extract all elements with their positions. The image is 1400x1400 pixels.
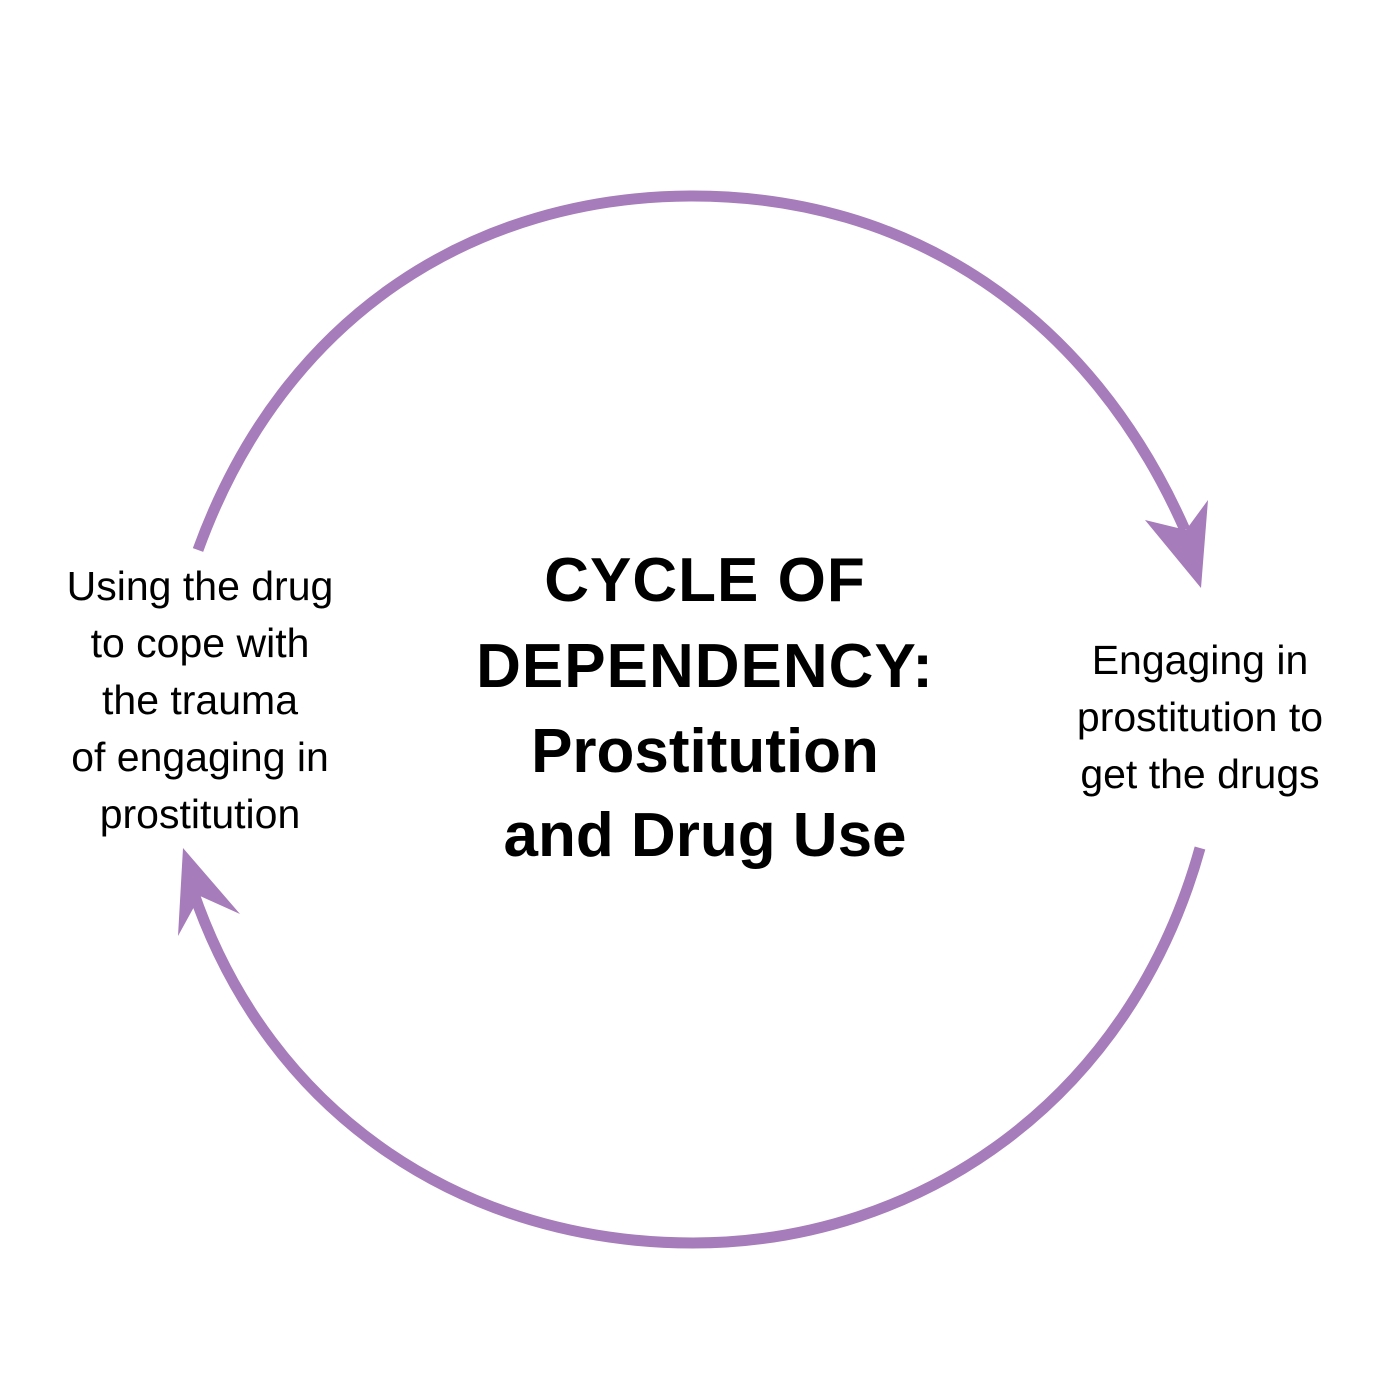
top-arrowhead-icon: [1145, 500, 1208, 588]
bottom-arc-arrow: [186, 846, 1206, 1249]
title-line: DEPENDENCY:: [476, 632, 934, 701]
left-node-line: the trauma: [102, 677, 298, 723]
right-node-line: Engaging in: [1091, 637, 1309, 683]
right-node-line: prostitution to: [1076, 694, 1324, 740]
bottom-arrowhead-icon: [178, 848, 240, 936]
left-node-line: Using the drug: [66, 563, 334, 609]
subtitle-line: and Drug Use: [503, 801, 907, 870]
right-node-line: get the drugs: [1080, 751, 1320, 797]
title-line: CYCLE OF: [544, 546, 866, 615]
left-node-line: prostitution: [99, 791, 301, 837]
top-arc-arrow: [192, 190, 1191, 552]
subtitle-line: Prostitution: [531, 717, 879, 786]
left-node-label: Using the drug to cope with the trauma o…: [20, 558, 380, 843]
right-node-label: Engaging in prostitution to get the drug…: [1020, 632, 1380, 803]
left-node-line: to cope with: [90, 620, 310, 666]
left-node-line: of engaging in: [71, 734, 329, 780]
diagram-title: CYCLE OF DEPENDENCY: Prostitution and Dr…: [400, 538, 1010, 878]
